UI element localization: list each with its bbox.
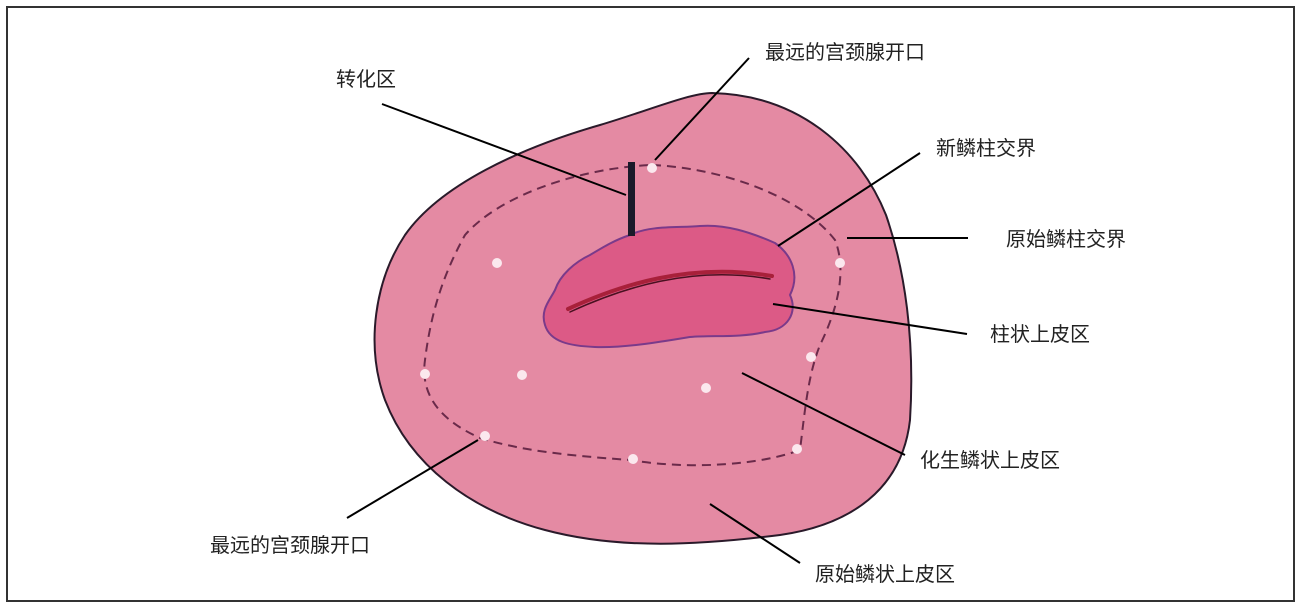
label-metaplastic-squamous-zone: 化生鳞状上皮区 xyxy=(920,448,1060,472)
label-furthest-gland-opening-bottom: 最远的宫颈腺开口 xyxy=(210,533,370,557)
label-columnar-epithelium-zone: 柱状上皮区 xyxy=(990,322,1090,346)
label-furthest-gland-opening-top: 最远的宫颈腺开口 xyxy=(765,40,925,64)
gland-dot xyxy=(420,369,430,379)
gland-dot xyxy=(792,444,802,454)
gland-dot xyxy=(647,163,657,173)
transformation-zone-bar xyxy=(628,162,635,236)
label-original-sc-junction: 原始鳞柱交界 xyxy=(1006,227,1126,251)
gland-dot xyxy=(492,258,502,268)
gland-dot xyxy=(480,431,490,441)
gland-dot xyxy=(806,352,816,362)
gland-dot xyxy=(628,454,638,464)
label-transformation-zone: 转化区 xyxy=(336,67,396,91)
label-original-squamous-zone: 原始鳞状上皮区 xyxy=(815,562,955,586)
gland-dot xyxy=(517,370,527,380)
gland-dot xyxy=(835,258,845,268)
label-new-sc-junction: 新鳞柱交界 xyxy=(936,136,1036,160)
gland-dot xyxy=(701,383,711,393)
